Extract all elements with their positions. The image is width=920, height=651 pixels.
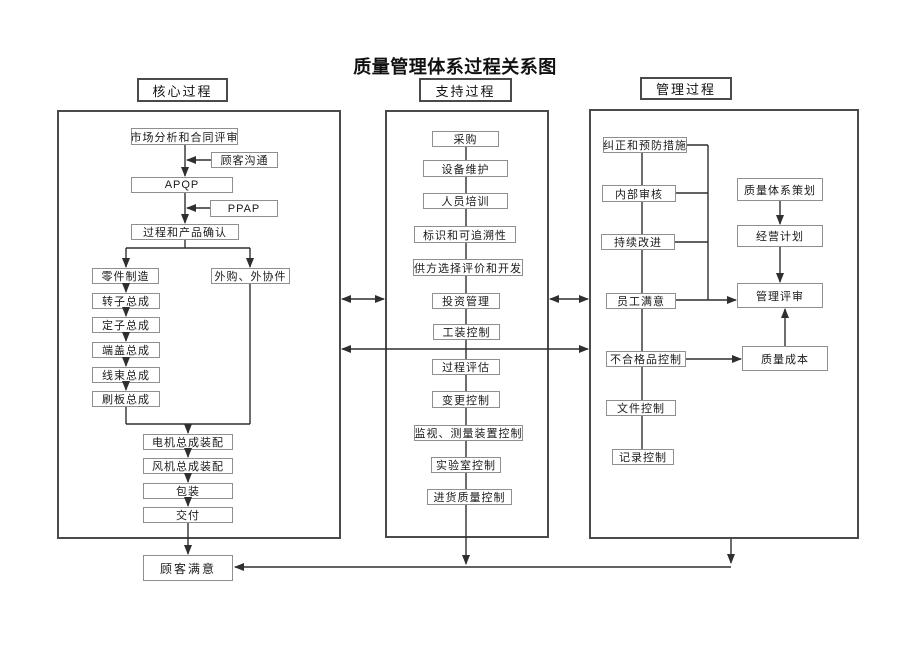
node-process-product-confirmation: 过程和产品确认 (131, 224, 239, 240)
node-customer-communication: 顾客沟通 (211, 152, 278, 168)
node-change-control: 变更控制 (432, 391, 500, 408)
node-endcover-assembly: 端盖总成 (92, 342, 160, 358)
node-employee-satisfaction: 员工满意 (606, 293, 676, 309)
node-tooling-control: 工装控制 (433, 324, 500, 340)
node-laboratory-control: 实验室控制 (431, 457, 501, 473)
node-record-control: 记录控制 (612, 449, 674, 465)
page-title: 质量管理体系过程关系图 (353, 57, 557, 77)
node-procurement: 采购 (432, 131, 499, 147)
node-parts-manufacturing: 零件制造 (92, 268, 159, 284)
node-apqp: APQP (131, 177, 233, 193)
node-supplier-selection-evaluation: 供方选择评价和开发 (413, 259, 523, 276)
node-personnel-training: 人员培训 (423, 193, 508, 209)
node-stator-assembly: 定子总成 (92, 317, 160, 333)
support-process-container (385, 110, 549, 538)
node-packaging: 包装 (143, 483, 233, 499)
bottom-feedback-arrows (234, 539, 735, 571)
node-customer-satisfaction: 顾客满意 (143, 555, 233, 581)
node-equipment-maintenance: 设备维护 (423, 160, 508, 177)
node-management-review: 管理评审 (737, 283, 823, 308)
management-process-container (589, 109, 859, 539)
node-quality-system-planning: 质量体系策划 (737, 178, 823, 201)
support-process-header: 支持过程 (419, 78, 512, 102)
core-process-header: 核心过程 (137, 78, 228, 102)
node-identification-traceability: 标识和可追溯性 (414, 226, 516, 243)
core-process-container (57, 110, 341, 539)
node-market-analysis-contract-review: 市场分析和合同评审 (131, 128, 238, 145)
node-incoming-quality-control: 进货质量控制 (427, 489, 512, 505)
node-quality-cost: 质量成本 (742, 346, 828, 371)
node-monitoring-measuring-device-control: 监视、测量装置控制 (414, 425, 523, 441)
node-delivery: 交付 (143, 507, 233, 523)
node-fan-assembly: 风机总成装配 (143, 458, 233, 474)
node-rotor-assembly: 转子总成 (92, 293, 160, 309)
node-internal-audit: 内部审核 (602, 185, 676, 202)
node-process-evaluation: 过程评估 (432, 359, 500, 375)
management-process-header: 管理过程 (640, 77, 732, 100)
node-harness-assembly: 线束总成 (92, 367, 160, 383)
node-document-control: 文件控制 (606, 400, 676, 416)
node-motor-assembly: 电机总成装配 (143, 434, 233, 450)
node-nonconforming-product-control: 不合格品控制 (606, 351, 686, 367)
node-continuous-improvement: 持续改进 (601, 234, 675, 250)
node-ppap: PPAP (210, 200, 278, 217)
node-outsourced-parts: 外购、外协件 (211, 268, 290, 284)
node-corrective-preventive-actions: 纠正和预防措施 (603, 137, 687, 153)
node-investment-management: 投资管理 (432, 293, 500, 309)
node-brushplate-assembly: 刷板总成 (92, 391, 160, 407)
node-business-plan: 经营计划 (737, 225, 823, 247)
